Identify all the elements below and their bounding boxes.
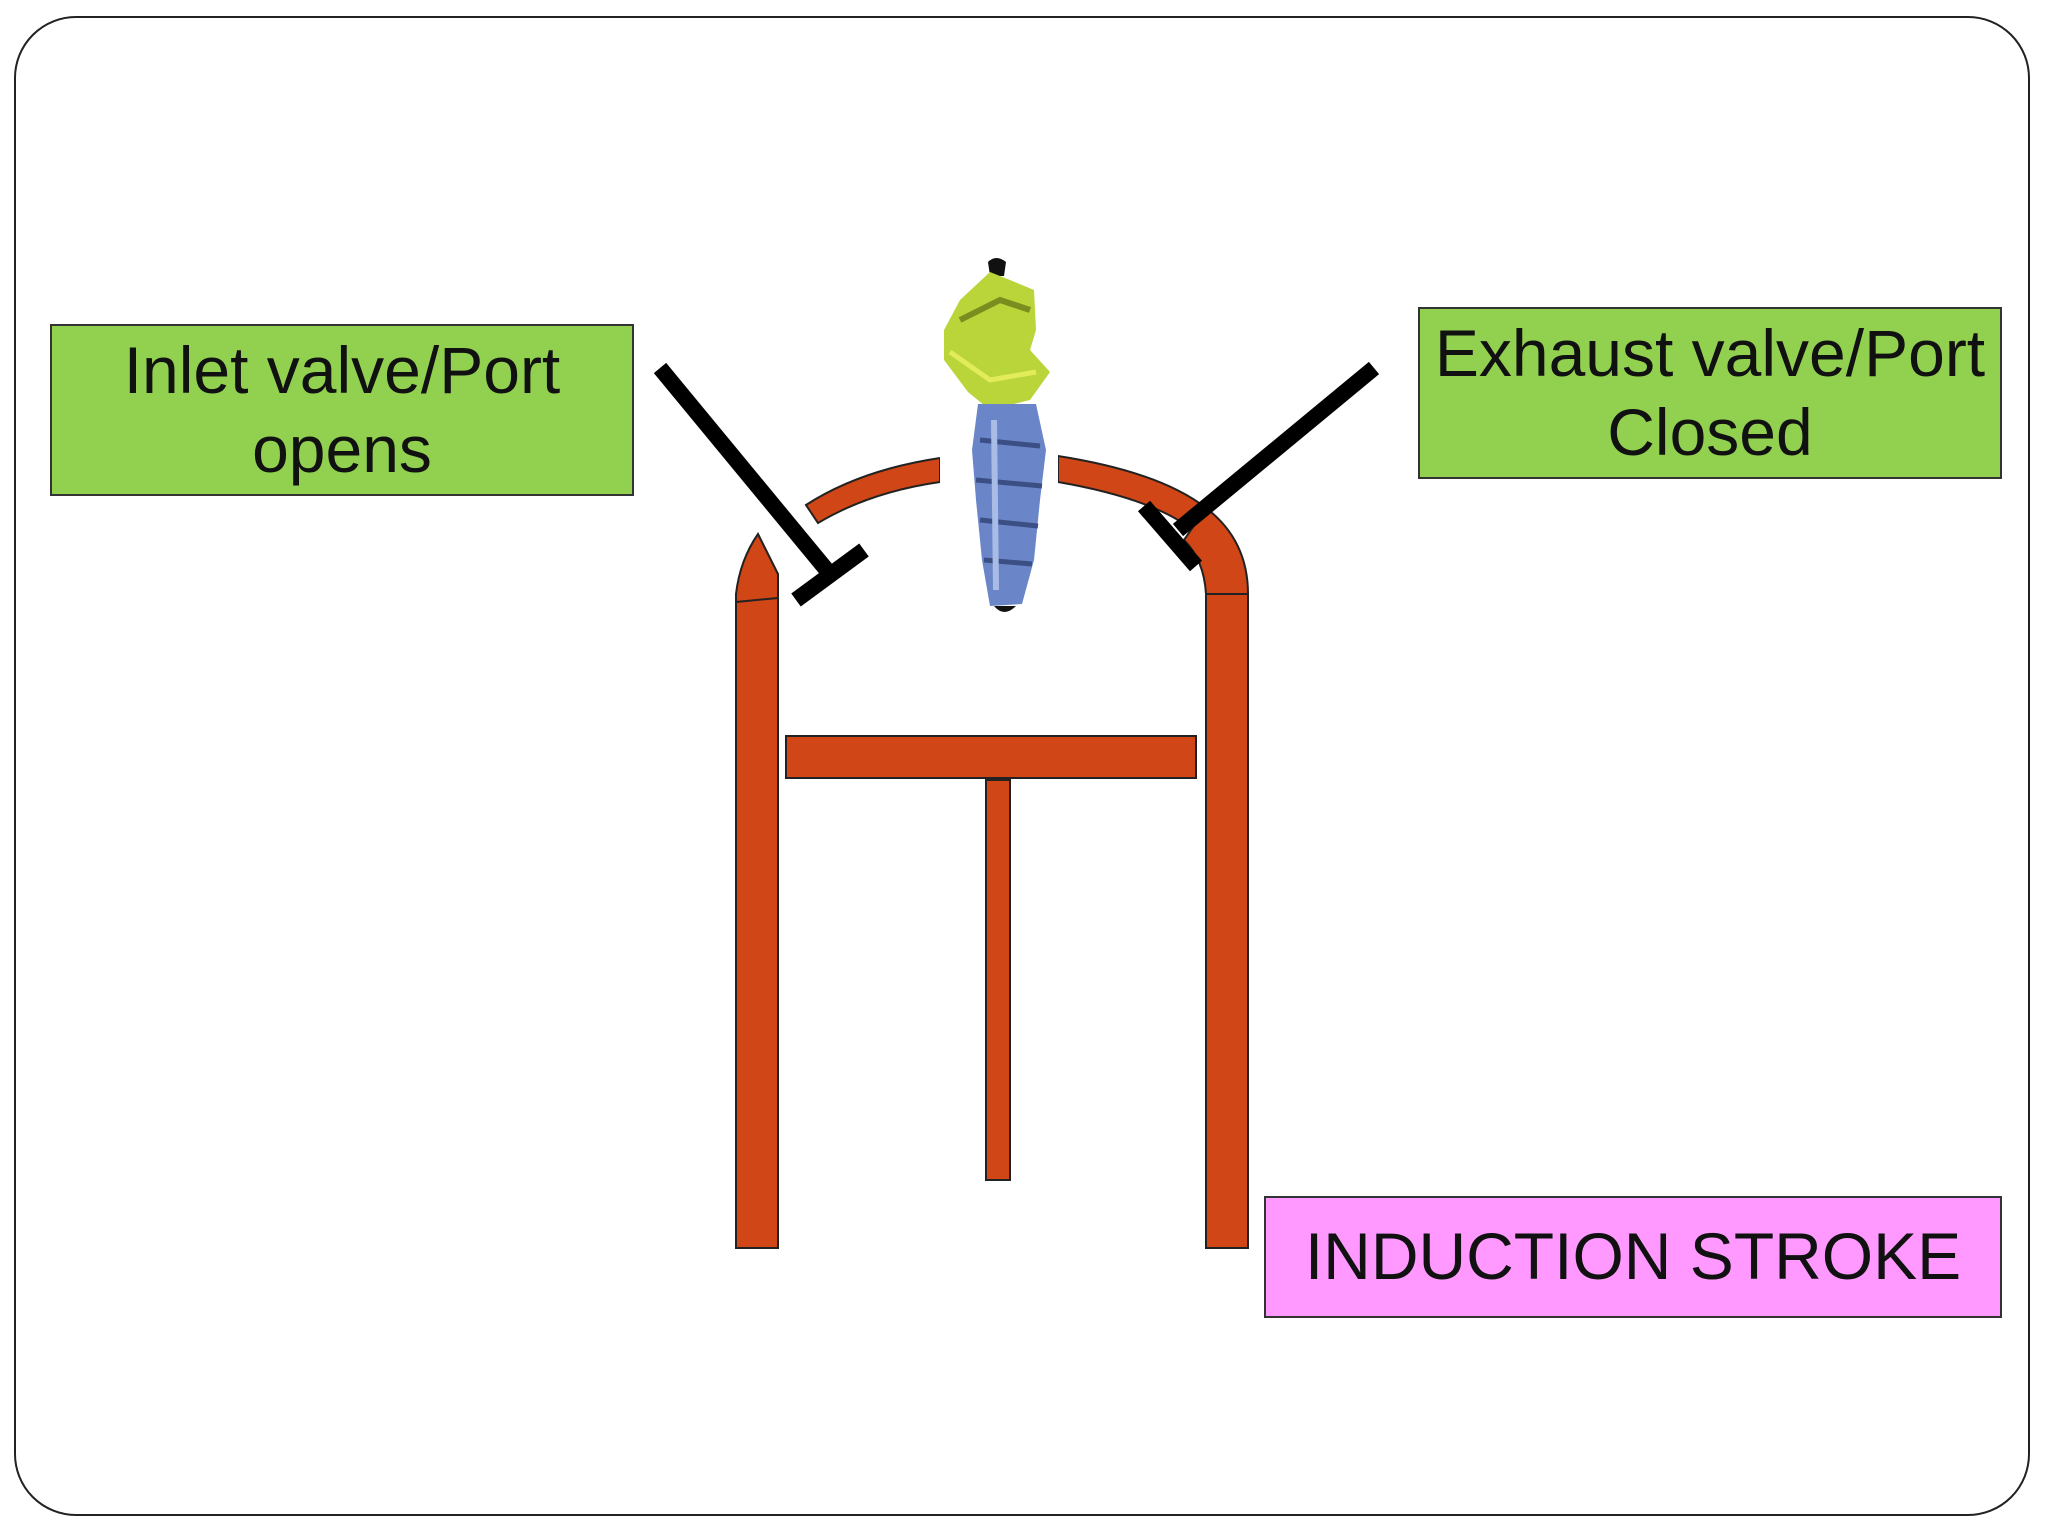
exhaust-valve-label: Exhaust valve/Port Closed [1418,307,2002,479]
exhaust-valve-stem [1172,361,1380,537]
exhaust-valve [1137,361,1380,572]
cylinder-wall-right [1182,506,1249,1249]
exhaust-label-line2: Closed [1607,395,1813,469]
inlet-label-line1: Inlet valve/Port [123,332,561,407]
piston-crown [785,735,1197,779]
inlet-valve [653,362,869,607]
injector-body [972,404,1046,606]
stroke-title-text: INDUCTION STROKE [1304,1219,1962,1294]
inlet-valve-label: Inlet valve/Port opens [50,324,634,496]
cylinder-wall-left [735,532,779,1249]
inlet-valve-stem [653,362,837,580]
cylinder-wall-left-seam [735,597,779,603]
exhaust-label-line1: Exhaust valve/Port [1434,315,1986,390]
connecting-rod [985,779,1011,1181]
inlet-valve-head [791,543,869,607]
inlet-label-line2: opens [252,412,432,486]
fuel-injector-icon [940,258,1058,614]
exhaust-valve-head [1137,500,1203,572]
stroke-title-label: INDUCTION STROKE [1264,1196,2002,1318]
cylinder-head-left [804,456,941,525]
